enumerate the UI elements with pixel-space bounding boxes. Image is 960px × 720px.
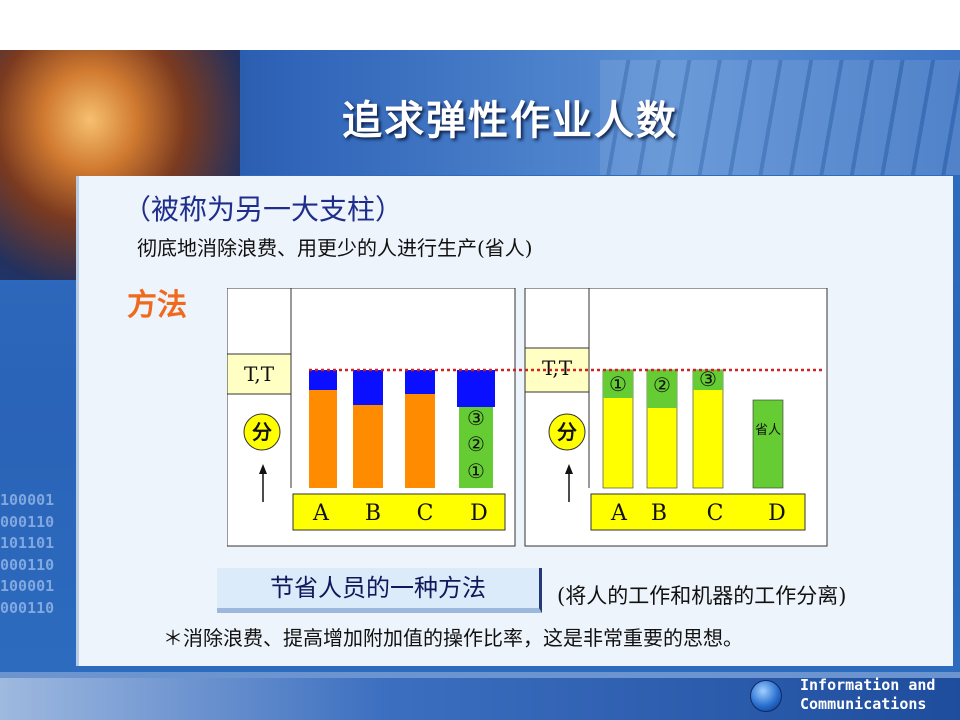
left-fen-circle <box>243 413 281 451</box>
right-up-arrow-head <box>565 464 573 474</box>
left-category-label: A <box>312 501 330 526</box>
binary-line: 101101 <box>0 534 55 552</box>
binary-line: 100001 <box>0 491 55 509</box>
left-slot-mark: ② <box>467 432 485 456</box>
method-heading: 方法 <box>127 288 187 323</box>
right-bar-mark: ② <box>653 373 671 397</box>
left-bar-C-wait <box>405 370 435 394</box>
brand-line: Information and <box>800 676 936 694</box>
binary-line: 000110 <box>0 512 55 531</box>
footer-stripe <box>0 672 960 678</box>
process-diagram: T,T 分 ③ ② ① A B C D <box>227 288 828 547</box>
binary-decoration: 100001 000110 101101 000110 100001 00011… <box>0 490 80 619</box>
binary-line: 000110 <box>0 598 55 617</box>
banner-keyboard-image <box>600 60 960 175</box>
left-bar-B-work <box>353 405 383 488</box>
right-bar-C-mark-bg <box>693 370 723 390</box>
binary-line: 100001 <box>0 577 55 595</box>
left-bar-A-work <box>309 390 337 488</box>
left-bar-D-work <box>459 407 493 488</box>
globe-icon <box>750 680 782 712</box>
right-category-label: C <box>707 501 724 526</box>
left-bar-D-wait <box>457 370 495 407</box>
left-category-axis <box>292 493 506 531</box>
bottom-note: ＊消除浪费、提高增加附加值的操作比率，这是非常重要的思想。 <box>163 626 743 650</box>
right-category-axis <box>590 493 806 531</box>
content-panel: （被称为另一大支柱） 彻底地消除浪费、用更少的人进行生产(省人) 方法 T,T … <box>76 176 953 666</box>
left-fen-label: 分 <box>252 420 272 444</box>
left-slot-mark: ① <box>467 459 485 483</box>
binary-line: 000110 <box>0 555 55 574</box>
right-category-label: B <box>651 501 667 526</box>
right-bar-mark: ③ <box>699 367 717 391</box>
left-category-label: B <box>365 501 381 526</box>
left-tt-box <box>227 353 292 395</box>
footer-bar: Information and Communications <box>0 672 960 720</box>
right-category-label: D <box>768 501 786 526</box>
slide-title: 追求弹性作业人数 <box>342 98 678 144</box>
right-bar-A-mark-bg <box>603 370 633 398</box>
right-tt-label: T,T <box>542 356 573 380</box>
description-line: 彻底地消除浪费、用更少的人进行生产(省人) <box>137 236 533 260</box>
right-fen-label: 分 <box>557 420 577 444</box>
brand-line: Communications <box>800 695 927 713</box>
saved-label: 省人 <box>755 423 781 438</box>
left-bar-C-work <box>405 394 435 488</box>
left-tt-label: T,T <box>244 362 275 386</box>
header-banner: 追求弹性作业人数 <box>0 50 960 280</box>
footer-brand: Information and Communications <box>800 676 935 714</box>
left-bar-B-wait <box>353 370 383 405</box>
left-bar-A-wait <box>309 370 337 390</box>
method-box: 节省人员的一种方法 <box>217 568 542 613</box>
left-up-arrow-head <box>259 464 267 474</box>
right-fen-circle <box>548 413 586 451</box>
left-slot-mark: ③ <box>467 406 485 430</box>
right-category-label: A <box>610 501 628 526</box>
subtitle: （被称为另一大支柱） <box>123 193 404 226</box>
right-bar-mark: ① <box>609 372 627 396</box>
left-category-label: C <box>417 501 434 526</box>
right-bar-D-saved <box>752 399 784 489</box>
method-explanation: (将人的工作和机器的工作分离) <box>557 584 847 608</box>
right-chart: T,T 分 ① ② ③ 省人 A B C D <box>524 288 828 547</box>
right-bar-B-mark-bg <box>647 370 677 408</box>
slide: 追求弹性作业人数 100001 000110 101101 000110 100… <box>0 50 960 720</box>
left-chart: T,T 分 ③ ② ① A B C D <box>227 288 516 547</box>
left-category-label: D <box>470 501 488 526</box>
